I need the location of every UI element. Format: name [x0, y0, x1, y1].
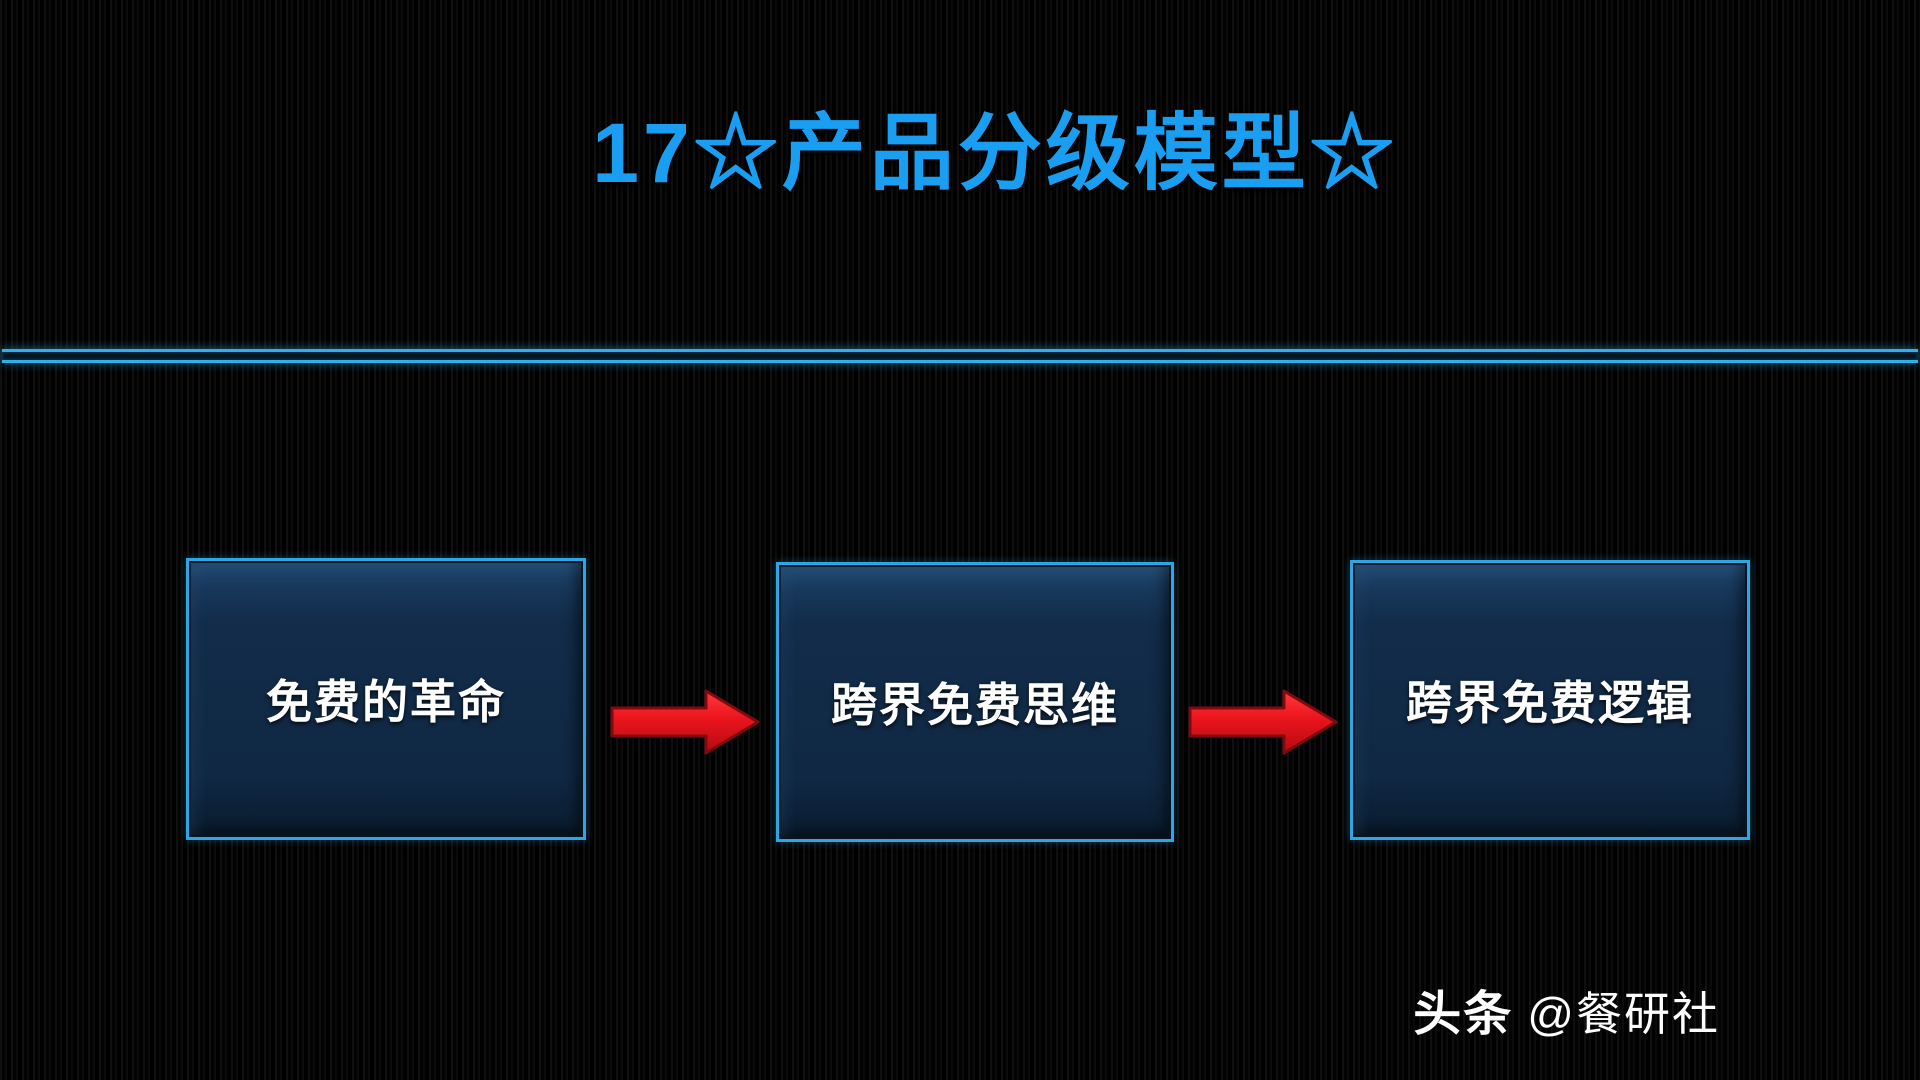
arrow-right-icon [610, 689, 760, 755]
watermark-brand: 头条 [1413, 988, 1514, 1041]
watermark-handle: @餐研社 [1527, 988, 1720, 1040]
arrow-right-icon [1188, 689, 1338, 755]
flow-box-1-label: 免费的革命 [266, 676, 506, 728]
slide-title: 17☆产品分级模型☆ [592, 106, 1398, 200]
watermark: 头条 @餐研社 [1413, 974, 1720, 1044]
flow-box-2-label: 跨界免费思维 [831, 679, 1119, 731]
flow-box-2: 跨界免费思维 [776, 562, 1174, 842]
flow-box-3-label: 跨界免费逻辑 [1406, 677, 1694, 729]
separator-line [2, 349, 1918, 363]
flow-box-1: 免费的革命 [186, 558, 586, 840]
flow-box-3: 跨界免费逻辑 [1350, 560, 1750, 840]
